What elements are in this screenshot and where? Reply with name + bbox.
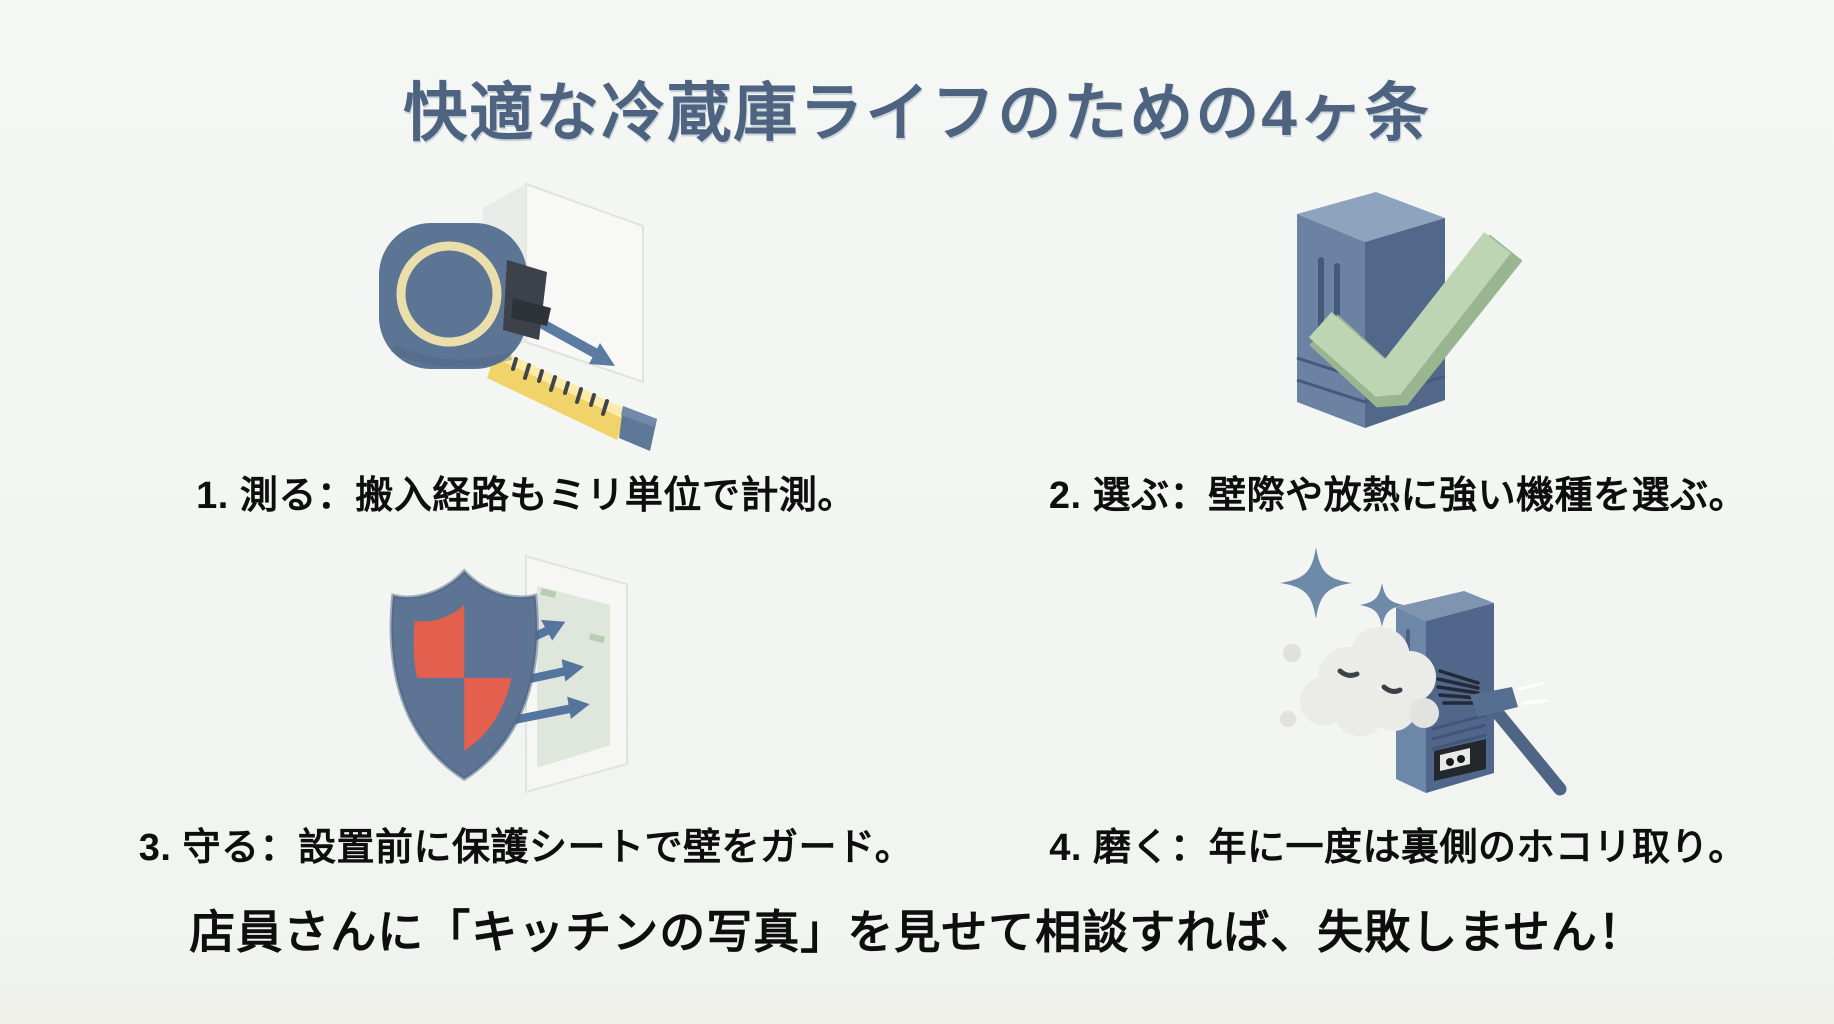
slide-title: 快適な冷蔵庫ライフのための4ヶ条 <box>403 77 1431 149</box>
tip-2-caption-cell: 2. 選ぶ：壁際や放熱に強い機種を選ぶ。 <box>962 460 1834 540</box>
tip-4-illustration <box>962 540 1834 812</box>
tip-3-caption-cell: 3. 守る：設置前に保護シートで壁をガード。 <box>90 812 962 892</box>
shield-wall-protect-icon <box>376 545 676 807</box>
bottom-edge-shade <box>0 1000 1834 1024</box>
tip-4-caption-cell: 4. 磨く：年に一度は裏側のホコリ取り。 <box>962 812 1834 892</box>
fridge-checkmark-icon <box>1233 168 1563 458</box>
tip-4-caption: 4. 磨く：年に一度は裏側のホコリ取り。 <box>1049 827 1747 869</box>
footer-note: 店員さんに「キッチンの写真」を見せて相談すれば、失敗しません！ <box>189 906 1645 958</box>
tip-2-illustration <box>962 165 1834 460</box>
tip-3-illustration <box>90 540 962 812</box>
tip-2-caption: 2. 選ぶ：壁際や放熱に強い機種を選ぶ。 <box>1048 475 1748 517</box>
tip-1-caption: 1. 測る：搬入経路もミリ単位で計測。 <box>196 475 856 517</box>
tip-1-illustration <box>90 165 962 460</box>
fridge-dust-clean-icon <box>1228 531 1568 821</box>
tips-grid: 1. 測る：搬入経路もミリ単位で計測。 2. 選ぶ：壁際や放熱に強い機種を選ぶ。 <box>0 165 1834 892</box>
tip-3-caption: 3. 守る：設置前に保護シートで壁をガード。 <box>138 827 914 869</box>
tape-measure-wall-icon <box>361 168 691 458</box>
tip-1-caption-cell: 1. 測る：搬入経路もミリ単位で計測。 <box>90 460 962 540</box>
